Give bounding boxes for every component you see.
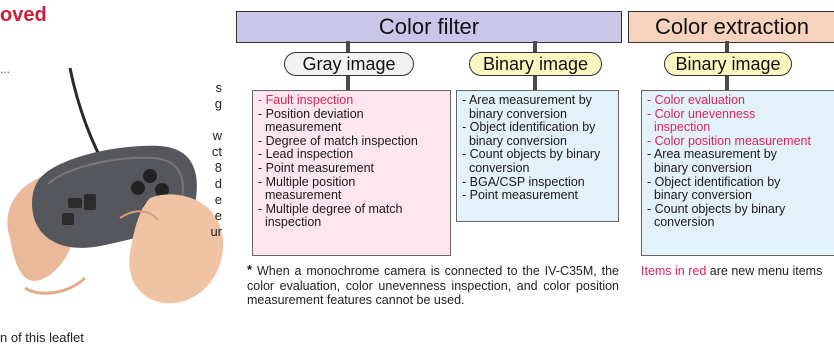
list-item: - Degree of match inspection [258,133,418,148]
legend-red-text: Items in red [641,264,707,278]
side-line: g [214,96,222,111]
color-extraction-header: Color extraction [628,11,834,43]
extraction-feature-list: - Color evaluation - Color unevenness in… [641,90,834,256]
list-item: binary conversion [462,106,567,121]
subheading: ... [0,62,11,76]
side-line: d [214,176,222,191]
connector [725,41,729,52]
list-item: measurement [258,120,342,135]
new-items-legend: Items in red are new menu items [641,265,831,278]
list-item: - BGA/CSP inspection [462,174,585,189]
list-item: binary conversion [647,188,752,203]
list-item: - Color evaluation [647,93,745,107]
list-item: inspection [647,120,711,135]
list-item: - Area measurement by [462,93,592,107]
list-item: - Point measurement [258,160,375,175]
binary-image-pill: Binary image [469,52,602,76]
list-item: measurement [258,188,342,203]
controller-photo [7,67,224,304]
list-item: - Count objects by binary [462,147,601,162]
list-item: conversion [462,160,530,175]
list-item: - Point measurement [462,188,579,203]
connector [346,76,350,90]
side-line: ur [210,224,222,239]
connector [533,41,537,52]
list-item: inspection [258,215,322,230]
list-item: - Area measurement by [647,147,777,162]
side-gap [196,112,222,128]
section-heading: oved [0,4,47,26]
connector [533,76,537,90]
list-item: - Count objects by binary [647,201,786,216]
connector [346,41,350,52]
connector [725,76,729,90]
gray-image-feature-list: - Fault inspection - Position deviation … [252,90,451,256]
side-line: e [214,192,222,207]
list-item: - Color unevenness [647,106,756,121]
list-item: - Multiple degree of match [258,201,403,216]
color-filter-header: Color filter [236,11,622,43]
list-item: conversion [647,215,715,230]
gray-image-pill: Gray image [284,52,414,76]
side-text-column: s g w ct 8 d e e ur [196,80,222,240]
legend-text: are new menu items [706,264,823,278]
extraction-binary-image-pill: Binary image [664,52,792,76]
footnote-text: When a monochrome camera is connected to… [247,264,619,307]
list-item: - Position deviation [258,106,364,121]
list-item: - Object identification by [647,174,781,189]
list-item: - Object identification by [462,120,596,135]
side-line: s [215,80,223,95]
list-item: binary conversion [647,160,752,175]
list-item: - Lead inspection [258,147,354,162]
binary-image-feature-list: - Area measurement by binary conversion … [456,90,619,222]
side-line: w [212,128,222,143]
side-line: 8 [214,160,222,175]
list-item: binary conversion [462,133,567,148]
list-item: - Multiple position [258,174,356,189]
list-item: - Fault inspection [258,93,354,107]
side-line: e [214,208,222,223]
footnote-marker: * [247,262,253,277]
list-item: - Color position measurement [647,133,811,148]
side-line: ct [211,144,222,159]
